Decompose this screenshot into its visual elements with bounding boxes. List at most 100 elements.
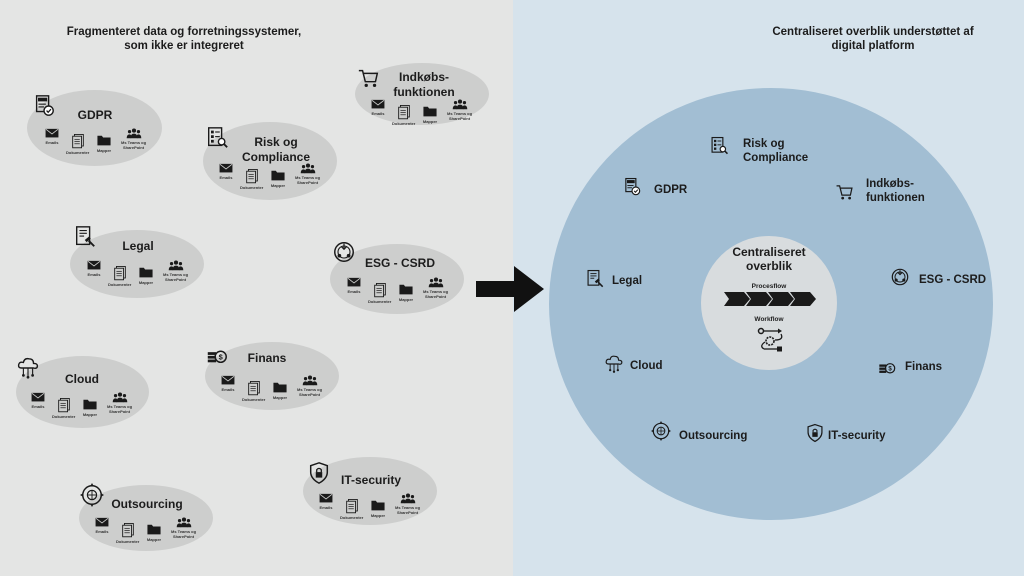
risk-checklist-icon [711, 136, 729, 155]
right-heading-line2: digital platform [831, 40, 915, 52]
resource-label-line: Emails [319, 505, 333, 510]
resource-label-line: Emails [219, 175, 233, 180]
folder-icon [271, 170, 285, 181]
resource-label-line: Ms Teams og [171, 529, 197, 534]
email-icon [219, 163, 233, 173]
resource-label-line: Dokumenter [340, 515, 364, 520]
ring-label-line1: Finans [905, 361, 943, 373]
people-icon [300, 163, 315, 174]
resource-label-line: Ms Teams og [163, 272, 189, 277]
cluster-title: Indkøbs-funktionen [383, 70, 465, 100]
cluster-title-line2: funktionen [393, 85, 455, 99]
right-heading: Centraliseret overblik understøttet af d… [748, 25, 998, 53]
email-icon [45, 128, 59, 138]
resource-folder: Mapper [272, 381, 288, 401]
resource-folder: Mapper [270, 169, 286, 189]
resource-label-line: Emails [87, 272, 101, 277]
ring-label: Finans [905, 360, 942, 374]
procesflow-chevrons-icon [724, 292, 816, 306]
resource-label: Emails [319, 505, 333, 511]
left-heading: Fragmenteret data og forretningssystemer… [34, 25, 334, 53]
resource-label: Dokumenter [116, 539, 139, 545]
resource-label-line: Ms Teams og [121, 140, 147, 145]
resource-label: Dokumenter [240, 185, 263, 191]
ring-label-line2: funktionen [866, 192, 925, 204]
cluster-title: ESG - CSRD [362, 256, 438, 271]
globe-arrows-icon [651, 421, 671, 441]
people-icon [400, 493, 415, 504]
resource-label-line: SharePoint [172, 533, 195, 539]
resource-label-line: SharePoint [122, 144, 145, 150]
workflow-diagram-icon [757, 327, 783, 352]
resource-label: Mapper [139, 280, 153, 286]
resource-label-line: Emails [31, 404, 45, 409]
resource-label: Mapper [147, 537, 161, 543]
resource-label: Emails [219, 175, 233, 181]
resource-docs: Dokumenter [368, 283, 391, 305]
left-heading-line2: som ikke er integreret [124, 40, 244, 52]
resource-label: Dokumenter [52, 414, 75, 420]
ring-label-line1: GDPR [654, 184, 688, 196]
resource-folder: Mapper [398, 283, 414, 303]
resource-label: Mapper [423, 119, 437, 125]
cluster-title: Finans [233, 351, 301, 366]
resource-label-line: Ms Teams og [297, 387, 323, 392]
coins-stack-icon: $ [879, 363, 896, 374]
people-icon [452, 99, 467, 110]
resource-label: Emails [31, 404, 45, 410]
gdpr-document-icon [35, 95, 54, 116]
resource-label-line: Dokumenter [368, 299, 392, 304]
cluster-title: IT-security [335, 473, 407, 488]
risk-checklist-icon [208, 127, 228, 148]
resource-label: Dokumenter [392, 121, 416, 127]
resource-docs: Dokumenter [240, 169, 263, 191]
resource-label-line: Ms Teams og [447, 111, 473, 116]
documents-icon [57, 398, 70, 413]
resource-label-line: Dokumenter [392, 121, 416, 126]
cluster-blob [27, 90, 162, 166]
resource-label: Emails [372, 111, 385, 117]
ring-label: Indkøbs-funktionen [866, 177, 925, 205]
resource-folder: Mapper [96, 134, 112, 154]
resource-label-line: Mapper [398, 297, 414, 302]
esg-globe-icon [334, 242, 354, 262]
resource-label-line: Dokumenter [108, 282, 132, 287]
gdpr-document-icon [625, 177, 641, 196]
resource-folder: Mapper [146, 523, 162, 543]
resource-email: Emails [44, 128, 60, 146]
resource-label-line: SharePoint [424, 293, 447, 299]
documents-icon [71, 134, 84, 149]
documents-icon [397, 105, 410, 120]
folder-icon [423, 106, 437, 117]
folder-icon [273, 382, 287, 393]
ring-label: Legal [612, 274, 642, 288]
legal-document-icon [76, 226, 95, 247]
resource-label-line: Dokumenter [242, 397, 266, 402]
cluster-title-line1: Finans [247, 351, 287, 365]
resource-label-line: Dokumenter [66, 150, 90, 155]
documents-icon [245, 169, 258, 184]
resource-folder: Mapper [82, 398, 98, 418]
cluster-blob [16, 356, 149, 428]
coins-stack-icon: $ [207, 350, 227, 364]
resource-label: Emails [222, 387, 235, 393]
resource-label: Emails [87, 272, 101, 278]
resource-label: Mapper [82, 412, 98, 418]
left-heading-line1: Fragmenteret data og forretningssystemer… [66, 26, 302, 38]
cluster-blob [203, 122, 337, 200]
resource-label-line: Mapper [82, 412, 98, 417]
resource-label-line: Ms Teams og [295, 175, 321, 180]
resource-email: Emails [318, 493, 334, 511]
shield-lock-icon [309, 462, 329, 484]
resource-docs: Dokumenter [116, 523, 139, 545]
center-title: Centraliseret overblik [701, 245, 837, 273]
folder-icon [147, 524, 161, 535]
documents-icon [345, 499, 358, 514]
